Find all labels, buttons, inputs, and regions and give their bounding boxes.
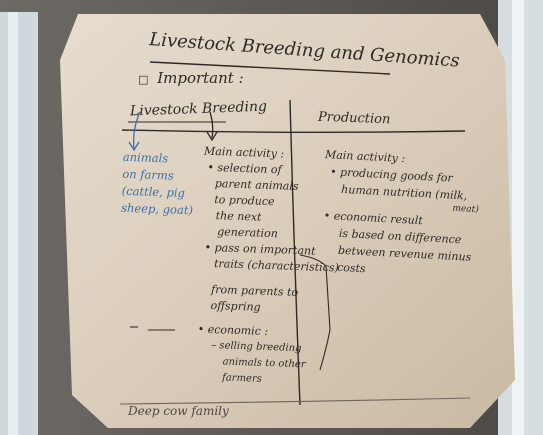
checkbox-icon: □ — [138, 73, 149, 86]
blue-note: animals on farms (cattle, pig sheep, goa… — [121, 149, 195, 219]
important-text: Important : — [157, 69, 244, 87]
production-notes: Main activity : • producing goods for hu… — [319, 146, 482, 283]
blue-note-line: sheep, goat) — [120, 200, 194, 218]
bottom-text: Deep cow family — [128, 404, 229, 418]
heading-production: Production — [317, 109, 391, 128]
important-label: □ Important : — [138, 69, 244, 87]
